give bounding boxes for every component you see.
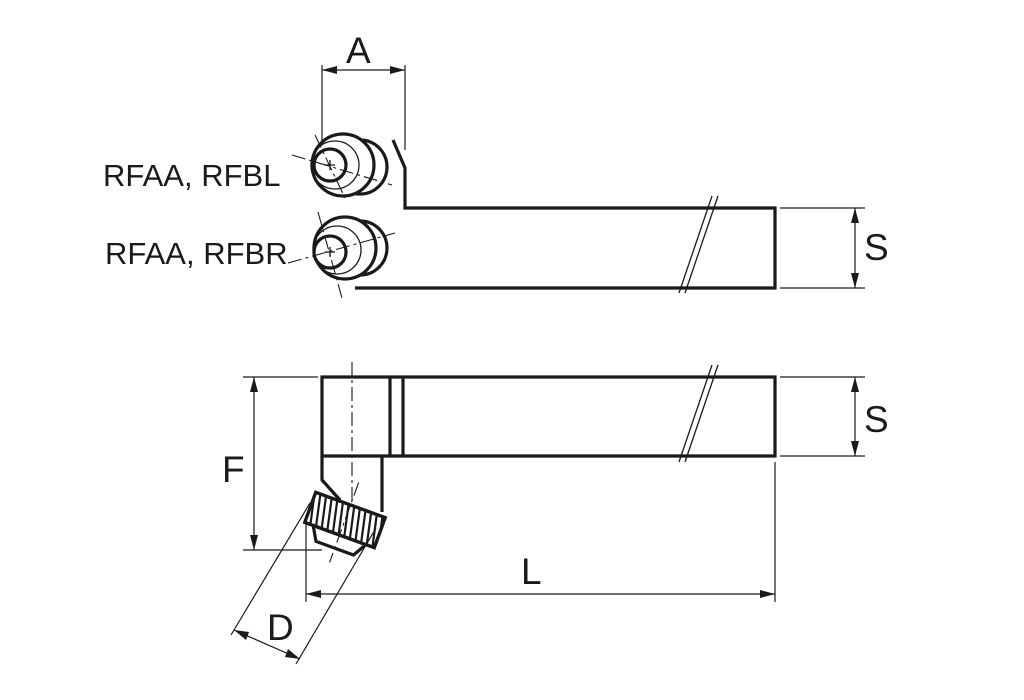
side-view: F L D S — [222, 362, 889, 665]
dimension-s-bottom: S — [780, 376, 889, 457]
knurled-roller — [302, 482, 388, 563]
dimension-s-top: S — [780, 207, 889, 289]
holder-body-top — [355, 139, 777, 290]
dim-s-bottom-label: S — [864, 399, 889, 440]
roller-lower — [287, 211, 396, 299]
holder-neck — [320, 456, 384, 512]
dimension-a: A — [321, 30, 406, 150]
roller-lower-label: RFAA, RFBR — [105, 236, 288, 271]
dimension-d: D — [230, 502, 377, 665]
holder-body-side — [320, 375, 777, 458]
break-lines-top — [678, 195, 719, 294]
roller-upper — [291, 132, 393, 199]
dim-d-label: D — [267, 607, 294, 648]
roller-upper-label: RFAA, RFBL — [103, 158, 280, 193]
break-lines-side — [678, 364, 719, 463]
dim-a-label: A — [346, 30, 371, 71]
dim-l-label: L — [521, 551, 542, 592]
dim-s-top-label: S — [864, 227, 889, 268]
dimension-l: L — [305, 462, 776, 602]
top-view: A — [103, 30, 889, 299]
dim-f-label: F — [222, 449, 245, 490]
